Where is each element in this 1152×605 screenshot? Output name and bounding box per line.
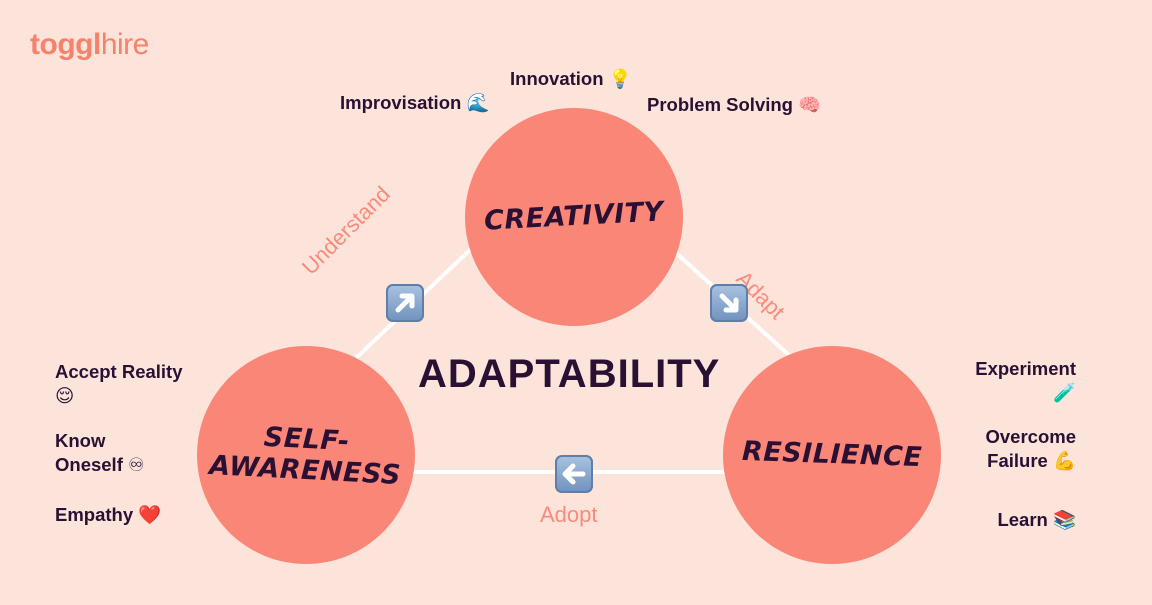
trait-know-oneself: Know Oneself ♾ <box>55 430 145 476</box>
trait-problem-solving: Problem Solving 🧠 <box>647 94 822 115</box>
self-awareness-label: SELF- AWARENESS <box>208 421 402 491</box>
trait-improvisation: Improvisation 🌊 <box>340 92 490 113</box>
toggl-hire-logo: togglhire <box>30 28 149 62</box>
left-arrow-icon <box>555 455 593 493</box>
trait-empathy: Empathy ❤️ <box>55 504 162 525</box>
logo-part-hire: hire <box>100 28 150 61</box>
diagram-title: ADAPTABILITY <box>418 352 721 396</box>
logo-part-toggl: toggl <box>30 28 101 61</box>
trait-accept-reality: Accept Reality 😌 <box>55 361 183 407</box>
creativity-label: CREATIVITY <box>483 196 665 238</box>
resilience-label: RESILIENCE <box>741 436 923 474</box>
trait-innovation: Innovation 💡 <box>510 68 632 89</box>
trait-learn: Learn 📚 <box>997 509 1076 530</box>
resilience-node: RESILIENCE <box>723 346 941 564</box>
creativity-node: CREATIVITY <box>465 108 683 326</box>
trait-experiment: Experiment 🧪 <box>975 358 1076 404</box>
up-right-arrow-icon <box>386 284 424 322</box>
down-right-arrow-icon <box>710 284 748 322</box>
trait-overcome-failure: Overcome Failure 💪 <box>985 426 1077 472</box>
adopt-label: Adopt <box>540 502 598 527</box>
self-awareness-node: SELF- AWARENESS <box>197 346 415 564</box>
